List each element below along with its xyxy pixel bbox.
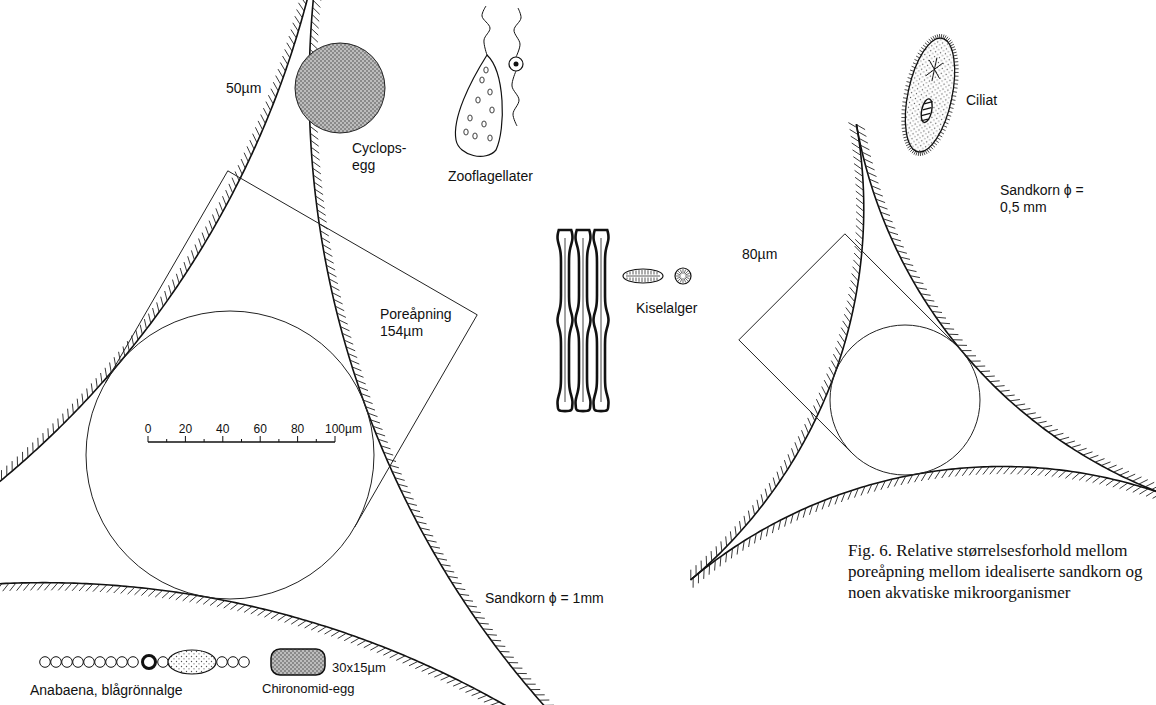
egg-label: Chironomid-egg — [262, 681, 355, 696]
grain-outline — [856, 124, 1156, 496]
chironomid-egg: 30x15µmChironomid-egg — [270, 648, 326, 676]
zooflagellate-drawing — [455, 6, 523, 156]
diatom-drawing — [558, 230, 692, 411]
grain-hatching — [856, 125, 1156, 495]
egg-label: Cyclops-egg — [352, 140, 414, 174]
dimension-bracket — [105, 171, 477, 527]
size-label: 50µm — [226, 80, 261, 97]
dimension-label: Poreåpning 154µm — [380, 306, 462, 340]
scale-number: 20 — [179, 422, 192, 436]
sand-grains-05mm — [690, 123, 1156, 588]
organism-label: Ciliat — [966, 92, 997, 109]
pore-circle — [830, 325, 980, 475]
cyclops-egg: 50µmCyclops-egg — [294, 42, 386, 134]
scale-number: 100µm — [325, 422, 362, 436]
organism-label: Kiselalger — [636, 300, 697, 317]
scale-number: 0 — [145, 422, 152, 436]
anabaena-drawing — [40, 650, 250, 674]
grain-label: Sandkorn ϕ = 1mm — [485, 590, 604, 607]
grain-outline — [691, 124, 864, 580]
scale-bar — [148, 436, 335, 442]
ciliate-drawing — [892, 29, 969, 161]
grain-hatching — [691, 123, 864, 580]
scale-number: 40 — [216, 422, 229, 436]
scale-number: 60 — [254, 422, 267, 436]
grain-outline — [0, 583, 642, 705]
figure-caption: Fig. 6. Relative størrelsesforhold mello… — [848, 540, 1144, 603]
scale-number: 80 — [291, 422, 304, 436]
grain-hatching — [0, 583, 638, 705]
egg-shape — [270, 648, 326, 676]
grain-label: Sandkorn ϕ = 0,5 mm — [1000, 182, 1095, 216]
dimension-label: 80µm — [742, 246, 777, 263]
pore-circle — [86, 311, 374, 599]
sand-grains-1mm — [0, 0, 649, 705]
size-label: 30x15µm — [332, 660, 386, 675]
organism-label: Zooflagellater — [448, 168, 533, 185]
organism-label: Anabaena, blågrönnalge — [30, 682, 183, 699]
dimension-bracket — [739, 234, 958, 453]
egg-shape — [294, 42, 386, 134]
